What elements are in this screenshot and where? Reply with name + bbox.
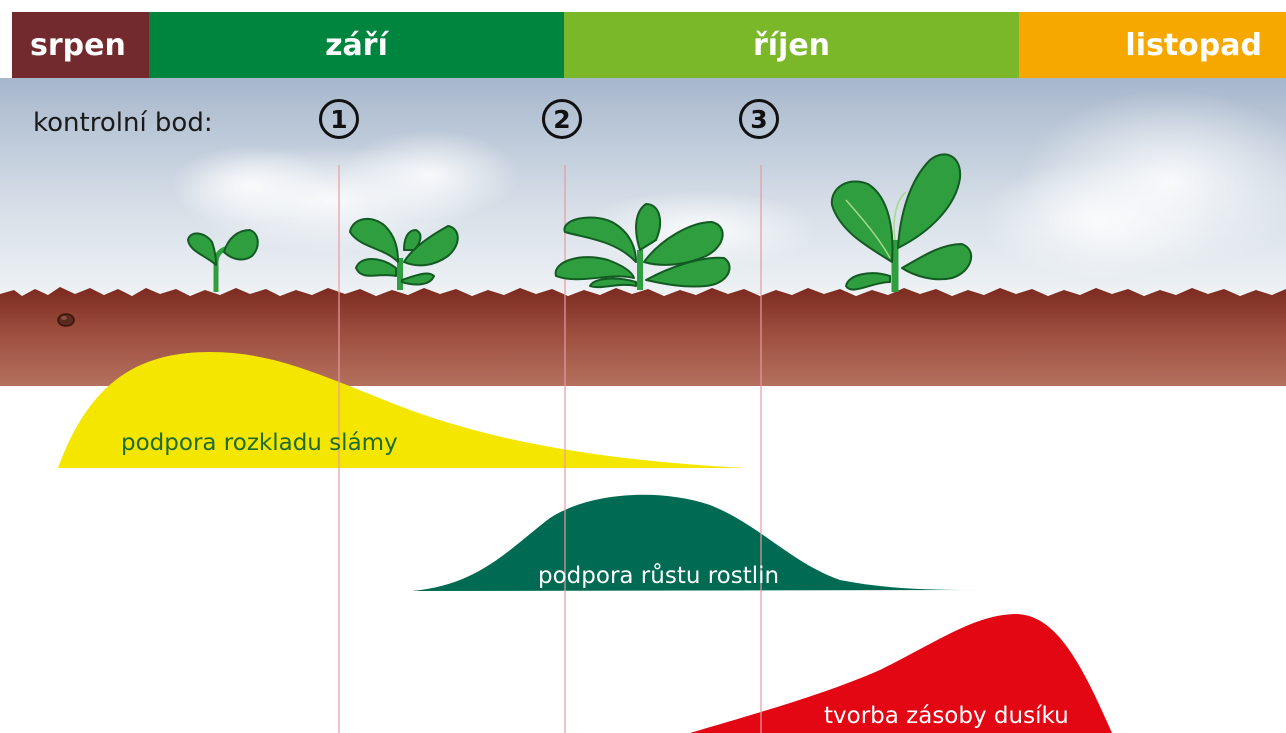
checkpoint-1: 1: [319, 99, 359, 139]
month-label: listopad: [1125, 28, 1286, 63]
checkpoint-3: 3: [739, 99, 779, 139]
month-listopad: listopad: [1019, 12, 1286, 78]
checkpoint-2: 2: [542, 99, 582, 139]
month-label: srpen: [12, 28, 126, 63]
plant-growth-label: podpora růstu rostlin: [538, 563, 779, 589]
checkpoint-label: kontrolní bod:: [33, 108, 213, 138]
month-zari: září: [149, 12, 564, 78]
seed-icon: [58, 314, 74, 326]
month-rijen: říjen: [564, 12, 1019, 78]
nitrogen-reserve-label: tvorba zásoby dusíku: [824, 703, 1069, 729]
month-srpen: srpen: [12, 12, 149, 78]
month-label: říjen: [753, 28, 830, 63]
straw-decomposition-label: podpora rozkladu slámy: [121, 430, 398, 456]
month-label: září: [325, 28, 388, 63]
